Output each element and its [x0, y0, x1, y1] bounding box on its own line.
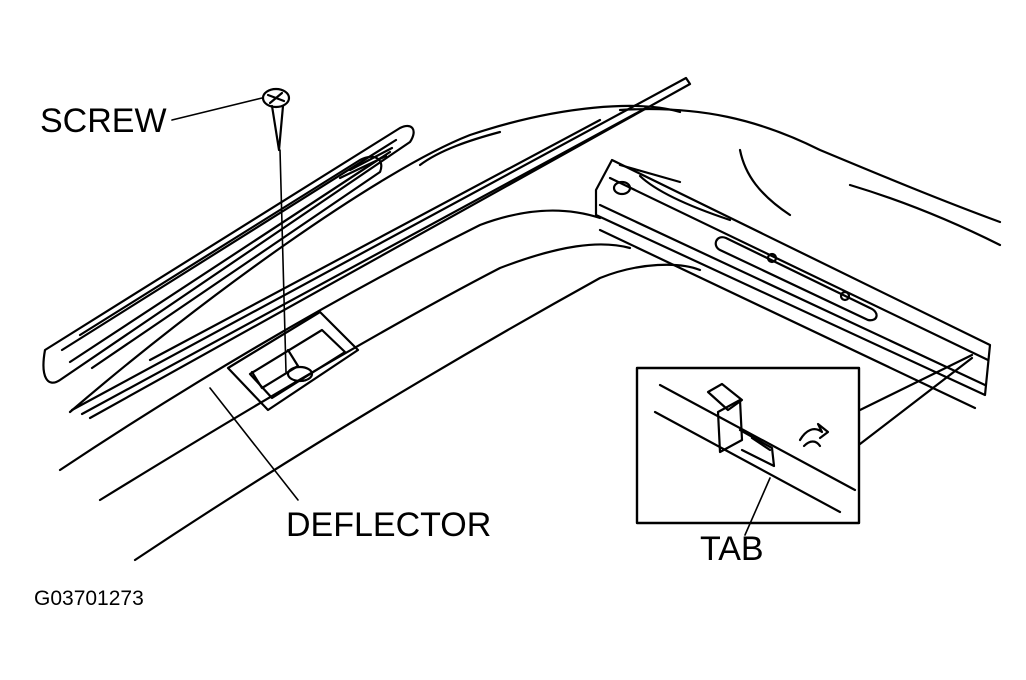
- figure-code: G03701273: [34, 587, 144, 610]
- screw-part: [261, 87, 291, 373]
- tab-inset-box: [635, 366, 861, 525]
- roof-panel-outline: [58, 104, 1002, 562]
- callout-lines: [858, 353, 974, 446]
- roof-rail: [70, 76, 692, 420]
- tab-label: TAB: [700, 530, 764, 568]
- deflector-label: DEFLECTOR: [286, 506, 492, 544]
- screw-label: SCREW: [40, 102, 167, 140]
- mounting-bracket: [226, 310, 360, 412]
- sunroof-frame: [594, 158, 992, 410]
- leader-lines: [171, 97, 771, 536]
- deflector-part: [42, 124, 415, 384]
